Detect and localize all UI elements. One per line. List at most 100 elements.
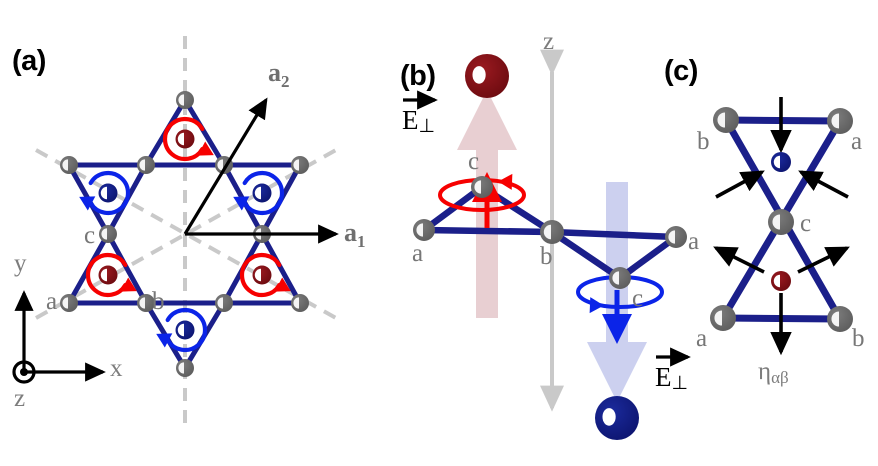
site-highlight — [178, 94, 184, 106]
sphere-body — [595, 396, 639, 440]
panel-b-down-dipole-sphere — [595, 396, 639, 440]
panel-c-force-arrow-lower-left — [713, 246, 765, 274]
spin-loop — [242, 170, 285, 216]
panel-c-site-label-center-c: c — [800, 210, 812, 237]
panel-b-bonds — [420, 183, 680, 282]
panel-c-sites — [710, 107, 853, 332]
precession-arrowhead — [498, 173, 513, 190]
panel-c-force-arrows — [713, 97, 850, 356]
site-sphere — [176, 91, 194, 109]
site-highlight — [717, 112, 725, 128]
panel-c-force-arrow-lower-right — [797, 246, 850, 274]
z-axis-label: z — [14, 385, 26, 412]
panel-b-spheres — [465, 54, 639, 440]
site-highlight — [668, 230, 675, 244]
panel-b-site-c — [609, 267, 631, 289]
site-sphere — [176, 359, 194, 377]
x-axis-label: x — [110, 355, 123, 382]
panel-c-site-label-bottom-left-a: a — [696, 325, 708, 352]
panel-a-axes — [12, 290, 106, 384]
e-perp-label-1: E⊥ — [655, 347, 691, 395]
perp-subscript: ⊥ — [418, 116, 436, 137]
panel-a-lattice-vectors — [183, 97, 339, 244]
dipole-up — [239, 252, 291, 298]
panel-c-dots — [771, 152, 791, 291]
site-sphere — [291, 294, 309, 312]
dot-body — [771, 271, 791, 291]
panel-c-group — [710, 97, 853, 356]
panel-c-bond — [722, 116, 844, 125]
panel-b-z-axis-label: z — [543, 28, 555, 55]
site-highlight — [101, 228, 107, 240]
z-axis-out-of-plane-icon — [12, 360, 36, 384]
site-sphere — [99, 225, 117, 243]
panel-c-upper-dipole-dot — [771, 152, 791, 172]
site-sphere — [215, 294, 233, 312]
site-highlight — [612, 271, 619, 285]
site-sphere — [60, 156, 78, 174]
site-highlight — [714, 310, 722, 326]
site-sphere — [827, 108, 853, 134]
panel-c-site-center-c — [768, 209, 794, 235]
dipole-up — [85, 252, 137, 298]
panel-b-bond — [548, 228, 680, 241]
spin-loop — [85, 252, 128, 298]
panel-c-site-bottom-left-a — [710, 305, 736, 331]
panel-b-site-c — [471, 176, 493, 198]
panel-label-c: (c) — [664, 55, 698, 87]
panel-label-a: (a) — [12, 45, 46, 77]
sphere-highlight — [602, 408, 616, 426]
lattice-site — [99, 225, 117, 243]
panel-b-site-label-a-left: a — [412, 240, 424, 267]
spin-loop-arrowhead — [197, 141, 214, 156]
panel-a-site-label-b: b — [152, 288, 165, 315]
site-highlight — [831, 113, 839, 129]
panel-c-force-arrow-upper-right — [798, 170, 849, 199]
dipole-sphere-highlight — [177, 132, 184, 146]
panel-a-group — [12, 36, 339, 432]
panel-b-up-dipole-sphere — [465, 54, 509, 98]
site-highlight — [62, 297, 68, 309]
panel-b-site-a — [665, 226, 687, 248]
panel-b-site-label-b-mid: b — [540, 243, 553, 270]
lattice-bond — [182, 97, 227, 168]
site-highlight — [139, 297, 145, 309]
lattice-site — [60, 156, 78, 174]
dipole-down — [79, 170, 131, 216]
lattice-vector-a2 — [183, 97, 268, 235]
panel-c-force-arrow-upper-left — [715, 170, 765, 199]
panel-b-site-label-a-right: a — [688, 228, 700, 255]
precession-arrowhead — [589, 297, 604, 314]
site-highlight — [543, 224, 551, 240]
panel-c-lower-dipole-dot — [771, 271, 791, 291]
dot-body — [771, 152, 791, 172]
spin-loop-arrowhead — [120, 277, 137, 292]
eta-alpha-beta-label: ηαβ — [758, 358, 789, 387]
panel-b-bond — [548, 228, 624, 282]
site-highlight — [416, 223, 423, 237]
lattice-site — [176, 359, 194, 377]
perp-subscript: ⊥ — [671, 373, 689, 394]
site-sphere — [827, 306, 853, 332]
panel-b-sites — [413, 176, 687, 289]
site-highlight — [217, 159, 223, 171]
site-sphere — [609, 267, 631, 289]
site-sphere — [413, 219, 435, 241]
site-highlight — [772, 214, 780, 230]
panel-b-site-label-c-upper: c — [468, 148, 480, 175]
panel-label-b: (b) — [400, 60, 436, 92]
panel-c-site-label-top-left-b: b — [697, 128, 710, 155]
e-perp-symbol: E — [655, 362, 672, 392]
lattice-site — [137, 156, 155, 174]
site-highlight — [293, 297, 299, 309]
dot-highlight — [773, 274, 780, 288]
lattice-vector-label-a2: a2 — [268, 58, 290, 92]
panel-c-site-top-right-a — [827, 108, 853, 134]
dipole-up — [162, 116, 214, 162]
site-sphere — [471, 176, 493, 198]
lattice-vector-label-a1: a1 — [344, 218, 366, 252]
panel-b-site-b — [540, 220, 564, 244]
panel-b-group — [413, 49, 687, 440]
site-sphere — [137, 294, 155, 312]
